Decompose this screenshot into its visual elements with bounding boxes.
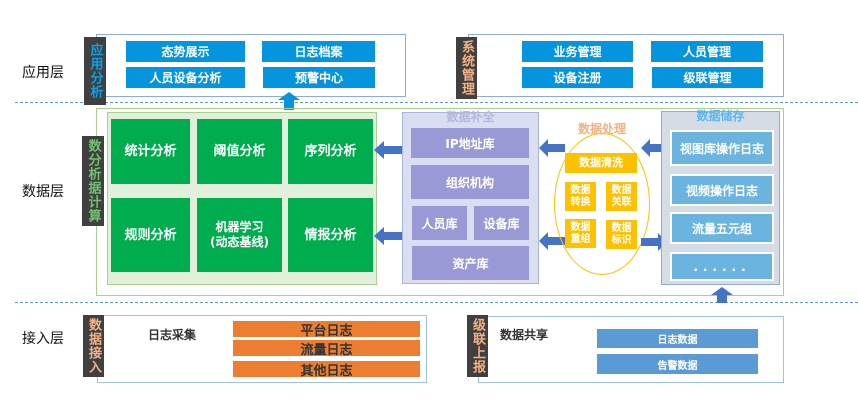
share-item: 日志数据 xyxy=(597,329,758,348)
layer-divider xyxy=(15,302,858,303)
storage-item: ...... xyxy=(670,252,774,281)
compute-item: 规则分析 xyxy=(111,198,190,272)
compute-item: 序列分析 xyxy=(288,119,373,184)
access-item: 流量日志 xyxy=(233,340,420,358)
cascade-report-tag: 级联上报 xyxy=(467,315,488,377)
compute-item: 情报分析 xyxy=(288,198,373,272)
up-arrow-icon xyxy=(711,287,733,303)
processing-item: 数据清洗 xyxy=(565,153,637,173)
completion-item: 设备库 xyxy=(474,206,529,240)
storage-item: 视图库操作日志 xyxy=(670,130,774,166)
left-arrow-icon xyxy=(539,139,565,157)
data-access-tag: 数据接入 xyxy=(83,315,104,377)
processing-item: 数据转换 xyxy=(565,182,596,211)
up-arrow-icon xyxy=(278,92,300,110)
system-item: 人员管理 xyxy=(651,41,763,62)
completion-item: IP地址库 xyxy=(411,128,529,158)
left-arrow-icon xyxy=(641,139,667,157)
left-arrow-icon xyxy=(539,232,565,250)
left-arrow-icon xyxy=(374,141,404,159)
access-item: 其他日志 xyxy=(233,361,420,379)
left-arrow-icon xyxy=(374,227,404,245)
access-item: 平台日志 xyxy=(233,321,420,339)
layer-divider xyxy=(15,102,858,103)
app-analysis-tag: 应用分析 xyxy=(84,37,106,105)
app-item: 态势展示 xyxy=(126,41,245,62)
right-arrow-icon xyxy=(641,233,667,251)
layer-label-access: 接入层 xyxy=(22,331,64,347)
processing-item: 数据重组 xyxy=(565,219,596,248)
system-item: 级联管理 xyxy=(652,67,763,88)
completion-item: 人员库 xyxy=(412,206,467,240)
system-mgmt-tag: 系统管理 xyxy=(456,37,477,99)
processing-item: 数据标识 xyxy=(606,220,637,249)
data-access-label: 日志采集 xyxy=(148,328,197,342)
share-item: 告警数据 xyxy=(597,354,758,374)
compute-item: 阈值分析 xyxy=(197,119,282,184)
completion-item: 资产库 xyxy=(412,246,529,280)
system-item: 业务管理 xyxy=(522,41,633,62)
data-storage-title: 数据储存 xyxy=(696,108,745,123)
processing-item: 数据关联 xyxy=(606,182,637,211)
compute-item: 机器学习 (动态基线) xyxy=(197,198,282,272)
data-compute-tag: 数分析据计算 xyxy=(82,136,104,226)
layer-label-data: 数据层 xyxy=(22,184,64,200)
data-processing-ellipse xyxy=(554,133,650,275)
layer-label-app: 应用层 xyxy=(22,65,64,81)
completion-item: 组织机构 xyxy=(411,165,529,199)
data-processing-title: 数据处理 xyxy=(577,121,626,136)
storage-item: 流量五元组 xyxy=(670,212,774,244)
storage-item: 视频操作日志 xyxy=(670,174,774,206)
data-completion-title: 数据补全 xyxy=(446,109,495,124)
cascade-report-label: 数据共享 xyxy=(500,328,549,342)
system-item: 设备注册 xyxy=(522,67,633,88)
app-item: 预警中心 xyxy=(263,67,375,88)
compute-item: 统计分析 xyxy=(111,119,190,184)
app-item: 日志档案 xyxy=(262,41,375,62)
app-item: 人员设备分析 xyxy=(126,67,245,88)
